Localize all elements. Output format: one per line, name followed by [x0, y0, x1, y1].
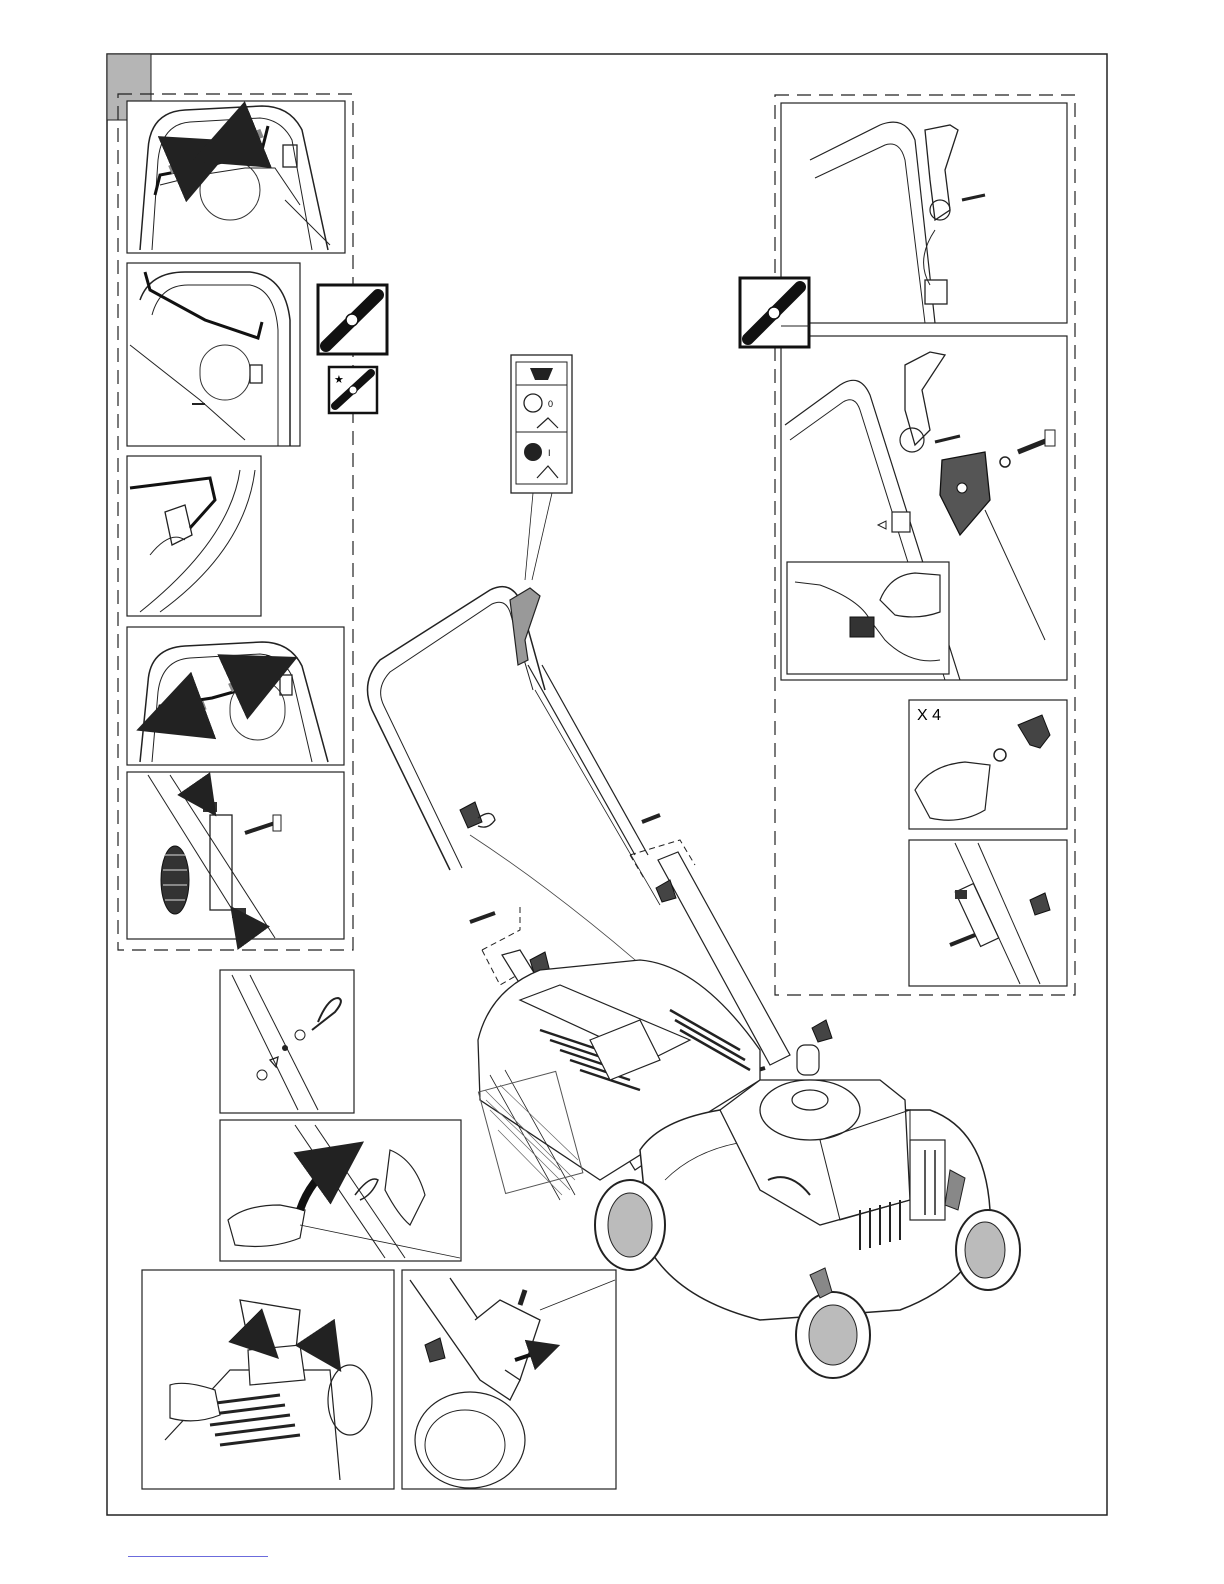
panel-lower-handle-bolt	[127, 772, 344, 939]
svg-text:★: ★	[334, 373, 344, 386]
panel-clip-detail	[127, 456, 261, 616]
throttle-stop-symbol: 0	[548, 399, 553, 409]
panel-handle-fold	[127, 101, 345, 253]
footer-rule	[128, 1556, 268, 1557]
panel-cable-clip	[220, 970, 354, 1113]
panel-grass-bag-attach	[142, 1270, 394, 1489]
blade-icon	[318, 285, 387, 354]
knob-icon	[460, 802, 482, 828]
panel-handle-unfold	[127, 627, 344, 765]
blade-icon	[740, 278, 809, 347]
blade-star-icon: ★	[329, 367, 377, 413]
front-wheel-left	[796, 1292, 870, 1378]
panel-lower-handle-mount	[402, 1270, 616, 1489]
rear-wheel-left	[595, 1180, 665, 1270]
quantity-label: X 4	[917, 707, 941, 724]
panel-throttle-mount	[781, 103, 1067, 323]
knob-icon	[161, 846, 189, 914]
engine-throttle-label-icon: 0 I	[511, 355, 572, 580]
panel-cable-routing	[220, 1120, 461, 1261]
panel-upper-handle-bolt	[909, 840, 1067, 986]
throttle-run-symbol: I	[548, 448, 551, 458]
panel-throttle-lever	[781, 336, 1067, 680]
panel-knob-quantity: X 4	[909, 700, 1067, 829]
hand-icon	[170, 1383, 220, 1421]
panel-handle-clip	[127, 263, 300, 446]
front-wheel-right	[956, 1210, 1020, 1290]
knob-icon	[812, 1020, 832, 1042]
